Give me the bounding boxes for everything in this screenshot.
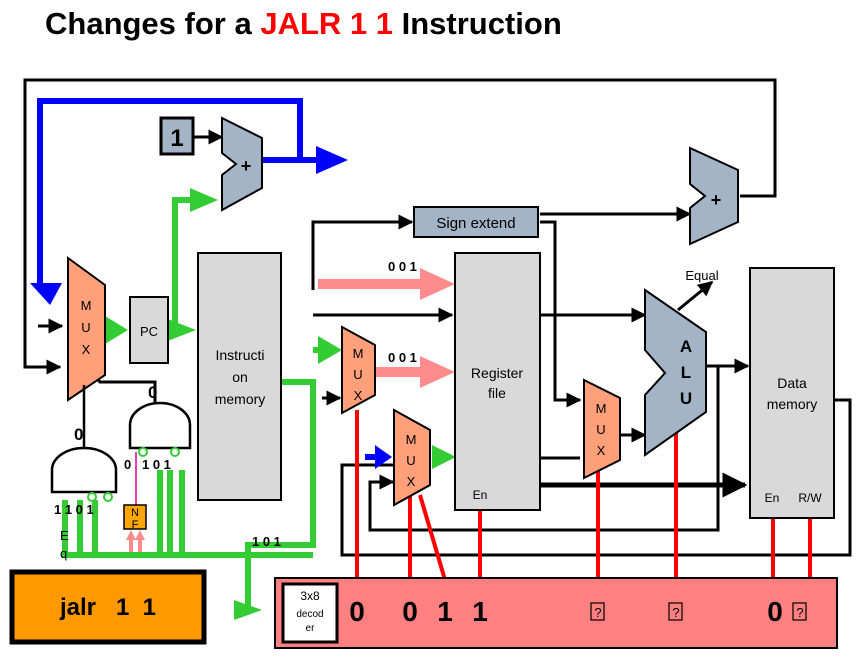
writeback-mux-u: U (406, 453, 415, 468)
regfile-mux-m: M (353, 346, 364, 361)
black-wires (23, 78, 852, 557)
sign-extend-label: Sign extend (436, 215, 515, 232)
instruction-box (9, 569, 207, 645)
instruction-memory (197, 252, 282, 501)
dmem-label-2: memory (767, 396, 818, 412)
control-value-1: 0 (349, 596, 365, 627)
title-highlight: JALR 1 1 (260, 6, 393, 41)
eq-letter-q: q (60, 546, 67, 561)
dmem-rw-label: R/W (798, 491, 822, 505)
inverter-bubble-4 (170, 447, 180, 457)
green-arrow-adder (190, 188, 218, 212)
pc-adder (221, 116, 263, 212)
writeback-mux-m: M (406, 432, 417, 447)
pc-label: PC (140, 324, 158, 339)
control-value-2: 0 (402, 596, 418, 627)
regfile-label-2: file (488, 385, 506, 401)
pc-register (129, 296, 169, 364)
control-value-5: ? (594, 605, 601, 620)
regfile-label-1: Register (471, 365, 523, 381)
alu (644, 288, 707, 457)
regfile-mux-u: U (353, 367, 362, 382)
imem-label-3: memory (215, 391, 266, 407)
green-path (62, 197, 320, 610)
pc-mux-letter-u: U (81, 320, 90, 335)
pc-mux-letter-m: M (81, 298, 92, 313)
nf-letter-f: F (132, 519, 139, 531)
decoder-box (281, 582, 339, 644)
control-value-3: 1 (437, 596, 453, 627)
imem-label-1: Instructi (215, 347, 264, 363)
nand-gate-output: 0 (148, 383, 157, 402)
page-title: Changes for a JALR 1 1 Instruction (45, 6, 562, 41)
unknown-box-1 (590, 602, 605, 621)
blue-arrowhead-adder (316, 146, 348, 174)
and-inputs-label: 1 1 0 1 (54, 502, 94, 517)
green-arrow-decoder (234, 600, 262, 620)
pc-mux-letter-x: X (82, 342, 91, 357)
blue-arrowhead-mux (30, 283, 62, 305)
control-value-6: ? (672, 605, 679, 620)
and-gate (50, 446, 118, 494)
control-signal-bar (274, 577, 838, 649)
writeback-mux (393, 408, 431, 507)
and-gate-output: 0 (74, 425, 83, 444)
nand-inputs-right-label: 1 0 1 (142, 457, 171, 472)
green-arrow-mux2 (318, 336, 342, 364)
regfile-mux-x: X (354, 388, 363, 403)
data-memory (749, 267, 835, 519)
alu-mux-u: U (596, 422, 605, 437)
decoder-label-2: decod (296, 609, 323, 620)
regfile-mux (341, 325, 376, 415)
branch-adder (689, 146, 739, 246)
control-lines (355, 410, 812, 581)
inverter-bubble-1 (87, 492, 97, 502)
pc-adder-symbol: + (241, 156, 252, 176)
alu-letter-u: U (680, 389, 692, 408)
inverter-bubble-3 (138, 447, 148, 457)
control-value-4: 1 (472, 596, 488, 627)
pc-mux (67, 256, 106, 402)
eq-letter-e: E (60, 528, 69, 543)
dmem-enable-label: En (765, 491, 780, 505)
inverter-bubble-2 (103, 492, 113, 502)
nf-arrow-2 (135, 530, 145, 540)
reg-b-select-label: 0 0 1 (388, 350, 417, 365)
constant-one-box (159, 116, 195, 156)
nf-arrow-1 (126, 530, 136, 540)
alu-mux-m: M (596, 401, 607, 416)
branch-adder-symbol: + (711, 190, 722, 210)
alu-mux (583, 378, 621, 480)
reg-a-select-label: 0 0 1 (388, 259, 417, 274)
regfile-enable-label: En (473, 488, 488, 502)
writeback-mux-x: X (407, 474, 416, 489)
green-arrow-pc (105, 316, 128, 344)
imem-label-2: on (232, 369, 248, 385)
alu-letter-l: L (681, 363, 691, 382)
constant-one: 1 (170, 125, 183, 152)
control-value-8: ? (796, 605, 803, 620)
nand-gate (128, 401, 192, 450)
dmem-label-1: Data (777, 375, 807, 391)
blue-arrowhead-mux-3 (375, 445, 392, 469)
instruction-text: jalr 1 1 (59, 594, 156, 621)
green-arrow-regfile (432, 445, 456, 469)
nand-inputs-left-label: 0 (124, 457, 131, 472)
unknown-box-3 (792, 602, 807, 621)
equal-label: Equal (685, 268, 718, 283)
unknown-box-2 (668, 602, 683, 621)
salmon-arrows (318, 268, 455, 388)
control-value-7: 0 (767, 596, 783, 627)
opcode-bus-label: 1 0 1 (252, 534, 281, 549)
decoder-label-3: er (306, 623, 316, 634)
decoder-label-1: 3x8 (300, 589, 320, 603)
nf-flags (123, 504, 147, 530)
register-file (454, 252, 541, 511)
sign-extend (413, 206, 539, 238)
alu-mux-x: X (597, 443, 606, 458)
nf-letter-n: N (131, 507, 139, 519)
alu-letter-a: A (680, 337, 692, 356)
